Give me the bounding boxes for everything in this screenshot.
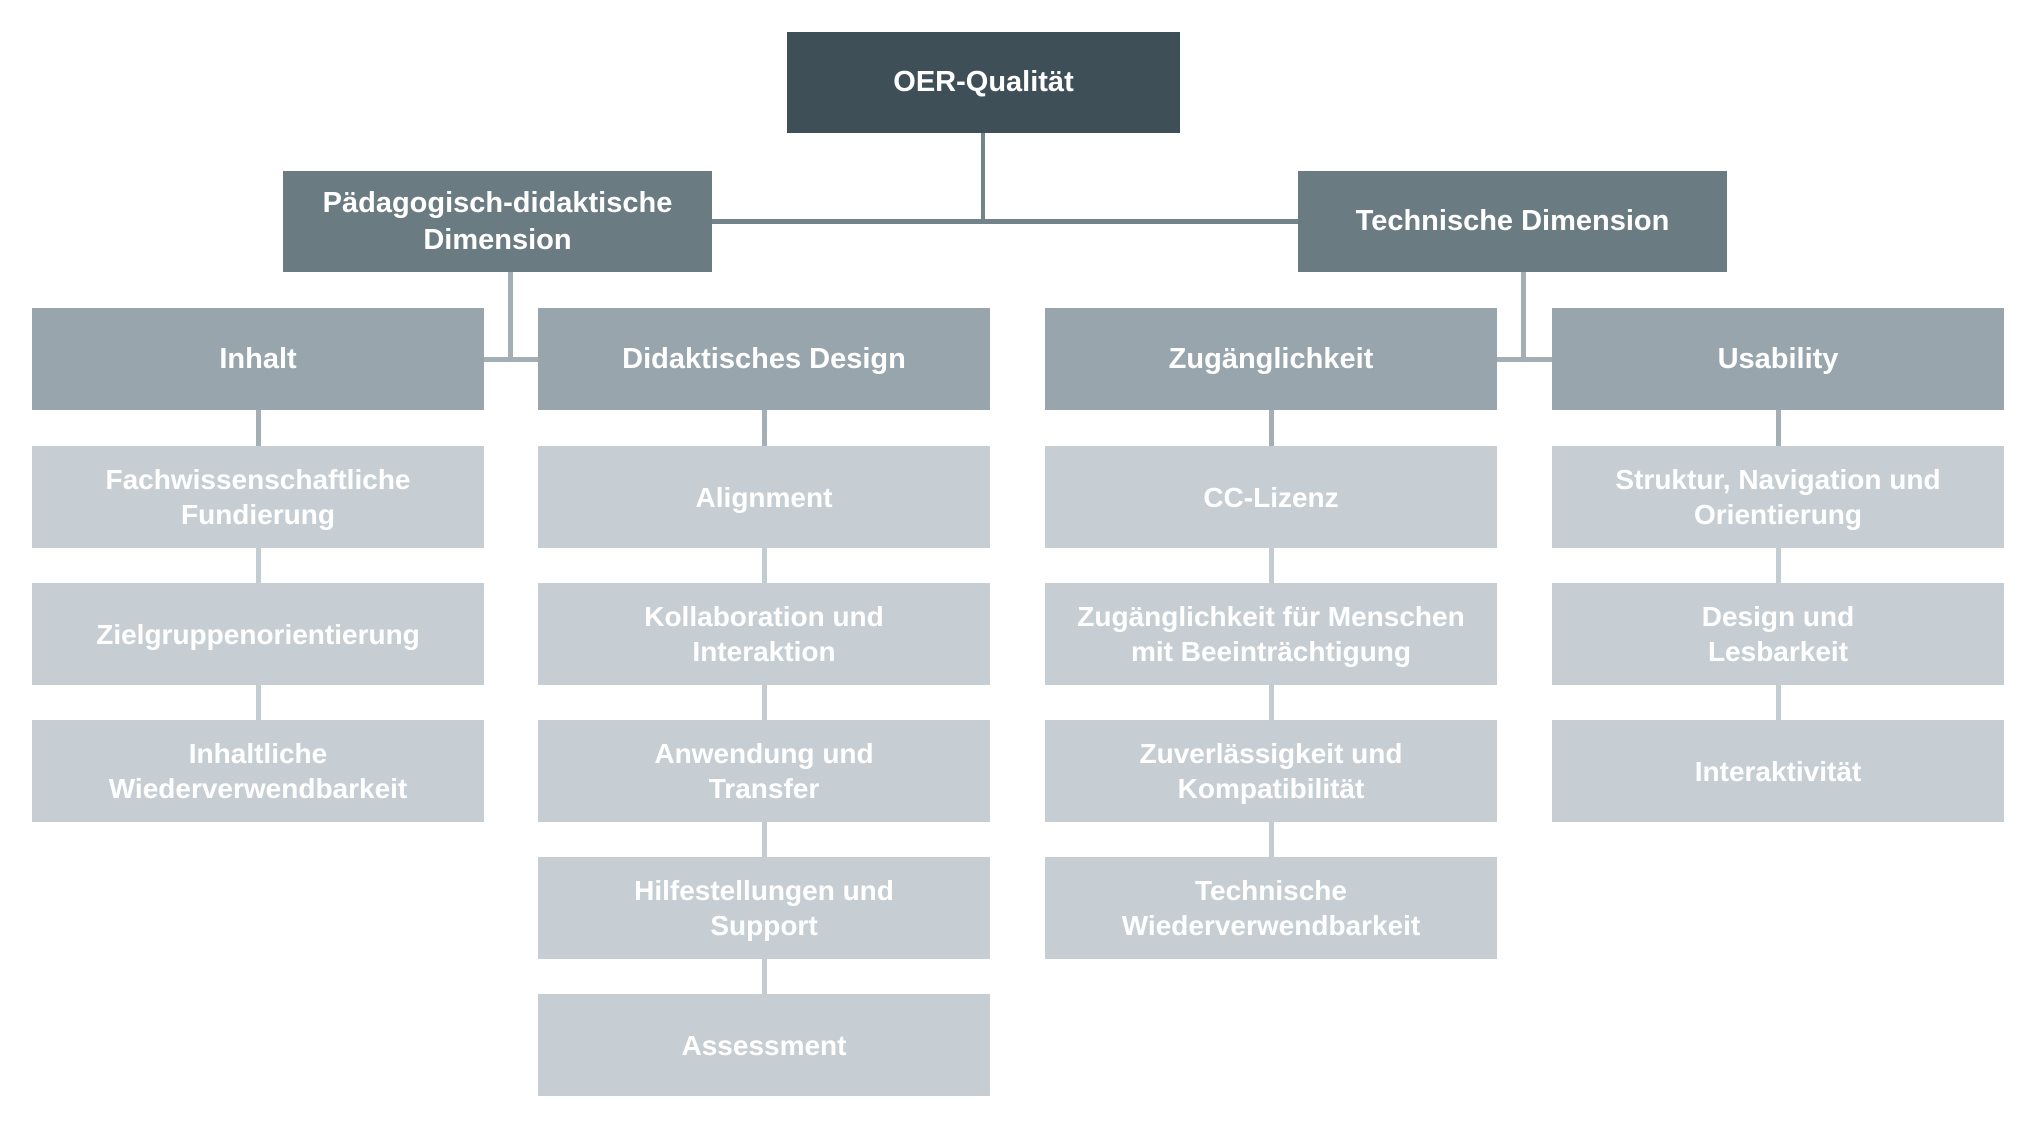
node-item-zielgruppenorientierung: Zielgruppenorientierung bbox=[32, 583, 484, 685]
node-header-zugaenglichkeit: Zugänglichkeit bbox=[1045, 308, 1497, 410]
node-item-cc-lizenz: CC-Lizenz bbox=[1045, 446, 1497, 548]
node-item-design-und-lesbarkeit: Design und Lesbarkeit bbox=[1552, 583, 2004, 685]
node-item-alignment: Alignment bbox=[538, 446, 990, 548]
connector-zugaenglichkeit-item2 bbox=[1269, 548, 1274, 583]
node-oer-qualitaet: OER-Qualität bbox=[787, 32, 1180, 133]
connector-usability-item3 bbox=[1776, 685, 1781, 720]
connector-technisch-stub bbox=[1497, 357, 1553, 362]
connector-didaktik-item5 bbox=[762, 959, 767, 994]
node-item-assessment: Assessment bbox=[538, 994, 990, 1096]
connector-didaktik-item1 bbox=[762, 410, 767, 446]
node-header-usability: Usability bbox=[1552, 308, 2004, 410]
node-dimension-technisch: Technische Dimension bbox=[1298, 171, 1727, 272]
node-item-technische-wiederverwendbarkeit: Technische Wiederverwendbarkeit bbox=[1045, 857, 1497, 959]
connector-zugaenglichkeit-item3 bbox=[1269, 685, 1274, 720]
connector-dimensions-horizontal bbox=[712, 219, 1298, 224]
connector-inhalt-item1 bbox=[256, 410, 261, 446]
node-item-struktur-navigation-orientierung: Struktur, Navigation und Orientierung bbox=[1552, 446, 2004, 548]
connector-zugaenglichkeit-item4 bbox=[1269, 822, 1274, 857]
node-item-interaktivitaet: Interaktivität bbox=[1552, 720, 2004, 822]
node-item-zuverlaessigkeit-und-kompatibilitaet: Zuverlässigkeit und Kompatibilität bbox=[1045, 720, 1497, 822]
connector-usability-item1 bbox=[1776, 410, 1781, 446]
connector-root-vertical bbox=[981, 133, 985, 222]
connector-didaktik-item4 bbox=[762, 822, 767, 857]
node-item-zugaenglichkeit-beeintraechtigung: Zugänglichkeit für Menschen mit Beeinträ… bbox=[1045, 583, 1497, 685]
connector-didaktik-item3 bbox=[762, 685, 767, 720]
node-header-didaktisches-design: Didaktisches Design bbox=[538, 308, 990, 410]
node-item-inhaltliche-wiederverwendbarkeit: Inhaltliche Wiederverwendbarkeit bbox=[32, 720, 484, 822]
node-dimension-paedagogisch-didaktisch: Pädagogisch-didaktische Dimension bbox=[283, 171, 712, 272]
node-item-hilfestellungen-und-support: Hilfestellungen und Support bbox=[538, 857, 990, 959]
node-item-fachwissenschaftliche-fundierung: Fachwissenschaftliche Fundierung bbox=[32, 446, 484, 548]
node-item-kollaboration-und-interaktion: Kollaboration und Interaktion bbox=[538, 583, 990, 685]
connector-usability-item2 bbox=[1776, 548, 1781, 583]
connector-didaktik-item2 bbox=[762, 548, 767, 583]
connector-paedagogisch-vertical bbox=[508, 272, 513, 360]
connector-technisch-vertical bbox=[1521, 272, 1526, 360]
node-header-inhalt: Inhalt bbox=[32, 308, 484, 410]
connector-inhalt-item2 bbox=[256, 548, 261, 583]
node-item-anwendung-und-transfer: Anwendung und Transfer bbox=[538, 720, 990, 822]
connector-zugaenglichkeit-item1 bbox=[1269, 410, 1274, 446]
connector-inhalt-item3 bbox=[256, 685, 261, 720]
connector-paedagogisch-stub bbox=[484, 357, 539, 362]
